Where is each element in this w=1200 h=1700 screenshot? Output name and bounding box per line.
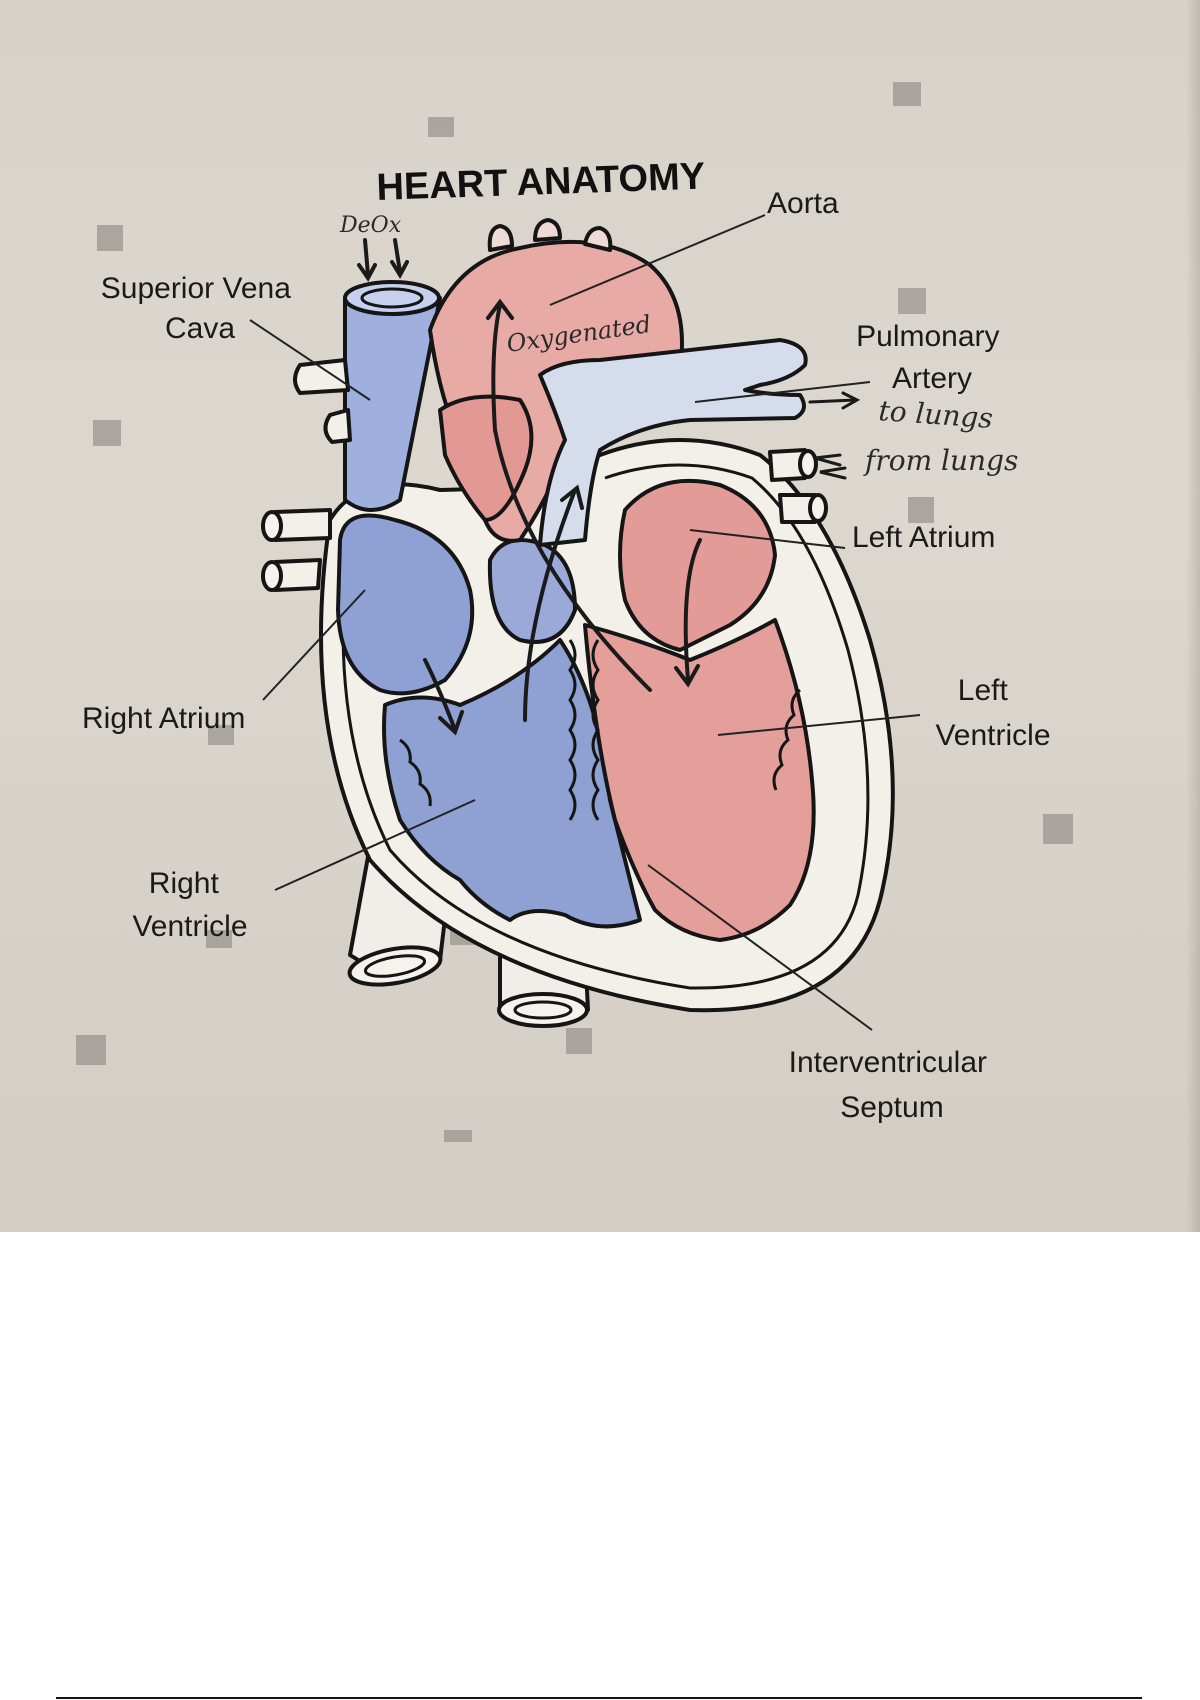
right-atrium-shape: [336, 513, 475, 696]
heart-illustration: [261, 218, 895, 1028]
label-aorta: Aorta: [767, 187, 839, 220]
label-superior-vena-cava-line1: Superior Vena: [101, 272, 291, 305]
leader-lines: [249, 214, 921, 1031]
left-atrium-shape: [618, 478, 777, 652]
label-left-atrium: Left Atrium: [852, 521, 995, 554]
svg-text:Superior Vena Cava: Superior Vena Cava: [101, 272, 299, 345]
label-interventricular-septum-line1: Interventricular: [789, 1046, 987, 1079]
page-bottom-rule: [56, 1697, 1142, 1699]
diagram-photo: HEART ANATOMY Superior Vena Cava Aorta P…: [0, 0, 1200, 1232]
handwritten-from-lungs: from lungs: [863, 444, 1018, 477]
svg-text:Left Ventricle: Left Ventricle: [935, 674, 1050, 752]
label-right-ventricle-line2: Ventricle: [132, 910, 247, 943]
svg-text:Pulmonary Artery: Pulmonary Artery: [856, 320, 1008, 395]
superior-vena-cava-shape: [343, 296, 442, 512]
label-pulmonary-artery-line2: Artery: [892, 362, 972, 395]
handwritten-deox: DeOx: [339, 213, 402, 238]
diagram-title: HEART ANATOMY: [376, 156, 706, 209]
label-left-ventricle-line2: Ventricle: [935, 719, 1050, 752]
handwritten-to-lungs: to lungs: [878, 394, 994, 435]
flow-arrows: [357, 238, 861, 736]
heart-diagram: HEART ANATOMY Superior Vena Cava Aorta P…: [76, 82, 1073, 1142]
svg-text:Right Ventricle: Right Ventricle: [132, 867, 247, 943]
page-markers: [76, 82, 1073, 1142]
label-interventricular-septum-line2: Septum: [840, 1091, 943, 1124]
label-left-ventricle-line1: Left: [958, 674, 1009, 707]
label-pulmonary-artery-line1: Pulmonary: [856, 320, 999, 353]
label-superior-vena-cava-line2: Cava: [165, 312, 235, 345]
label-right-atrium: Right Atrium: [82, 702, 245, 735]
pulmonary-artery-shape: [538, 338, 808, 547]
left-ventricle-shape: [583, 618, 816, 942]
svg-text:Interventricular Septum: Interventricular Septum: [789, 1046, 996, 1124]
label-right-ventricle-line1: Right: [149, 867, 220, 900]
